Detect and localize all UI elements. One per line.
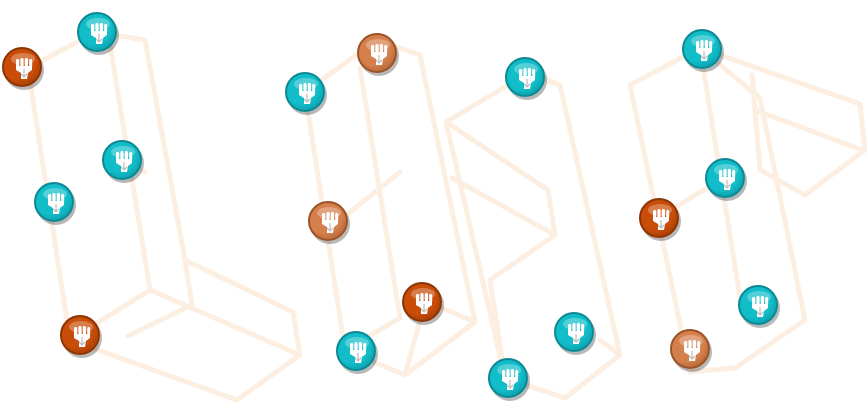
- hand-down-icon: [516, 67, 538, 91]
- hand-down-icon: [681, 339, 703, 363]
- node-u-top-left[interactable]: [285, 72, 325, 112]
- node-l-top[interactable]: [77, 12, 117, 52]
- node-a-mid-left[interactable]: [639, 198, 679, 238]
- node-n-top[interactable]: [505, 57, 545, 97]
- node-a-top[interactable]: [682, 29, 722, 69]
- node-l-left-top[interactable]: [2, 47, 42, 87]
- hand-down-icon: [368, 43, 390, 67]
- hand-down-icon: [296, 82, 318, 106]
- hand-down-icon: [749, 295, 771, 319]
- node-u-top-right[interactable]: [357, 33, 397, 73]
- node-n-bottom-left[interactable]: [488, 358, 528, 398]
- hand-down-icon: [565, 322, 587, 346]
- hand-down-icon: [650, 208, 672, 232]
- hand-down-icon: [693, 39, 715, 63]
- hand-down-icon: [347, 341, 369, 365]
- letter-u-outline: [302, 37, 478, 378]
- letter-a-outline: [627, 45, 867, 375]
- hand-down-icon: [499, 368, 521, 392]
- node-l-mid-right[interactable]: [102, 140, 142, 180]
- node-u-mid[interactable]: [308, 201, 348, 241]
- node-n-bottom-right[interactable]: [554, 312, 594, 352]
- hand-down-icon: [45, 192, 67, 216]
- hand-down-icon: [88, 22, 110, 46]
- hand-down-icon: [71, 325, 93, 349]
- node-a-mid-right[interactable]: [705, 158, 745, 198]
- node-a-bottom-right[interactable]: [738, 285, 778, 325]
- hand-down-icon: [13, 57, 35, 81]
- node-l-bottom[interactable]: [60, 315, 100, 355]
- node-a-bottom-left[interactable]: [670, 329, 710, 369]
- hand-down-icon: [413, 292, 435, 316]
- letter-n-outline: [443, 69, 623, 401]
- node-u-bottom-right[interactable]: [402, 282, 442, 322]
- node-u-bottom-left[interactable]: [336, 331, 376, 371]
- hand-down-icon: [319, 211, 341, 235]
- node-l-mid-left[interactable]: [34, 182, 74, 222]
- hand-down-icon: [716, 168, 738, 192]
- hand-down-icon: [113, 150, 135, 174]
